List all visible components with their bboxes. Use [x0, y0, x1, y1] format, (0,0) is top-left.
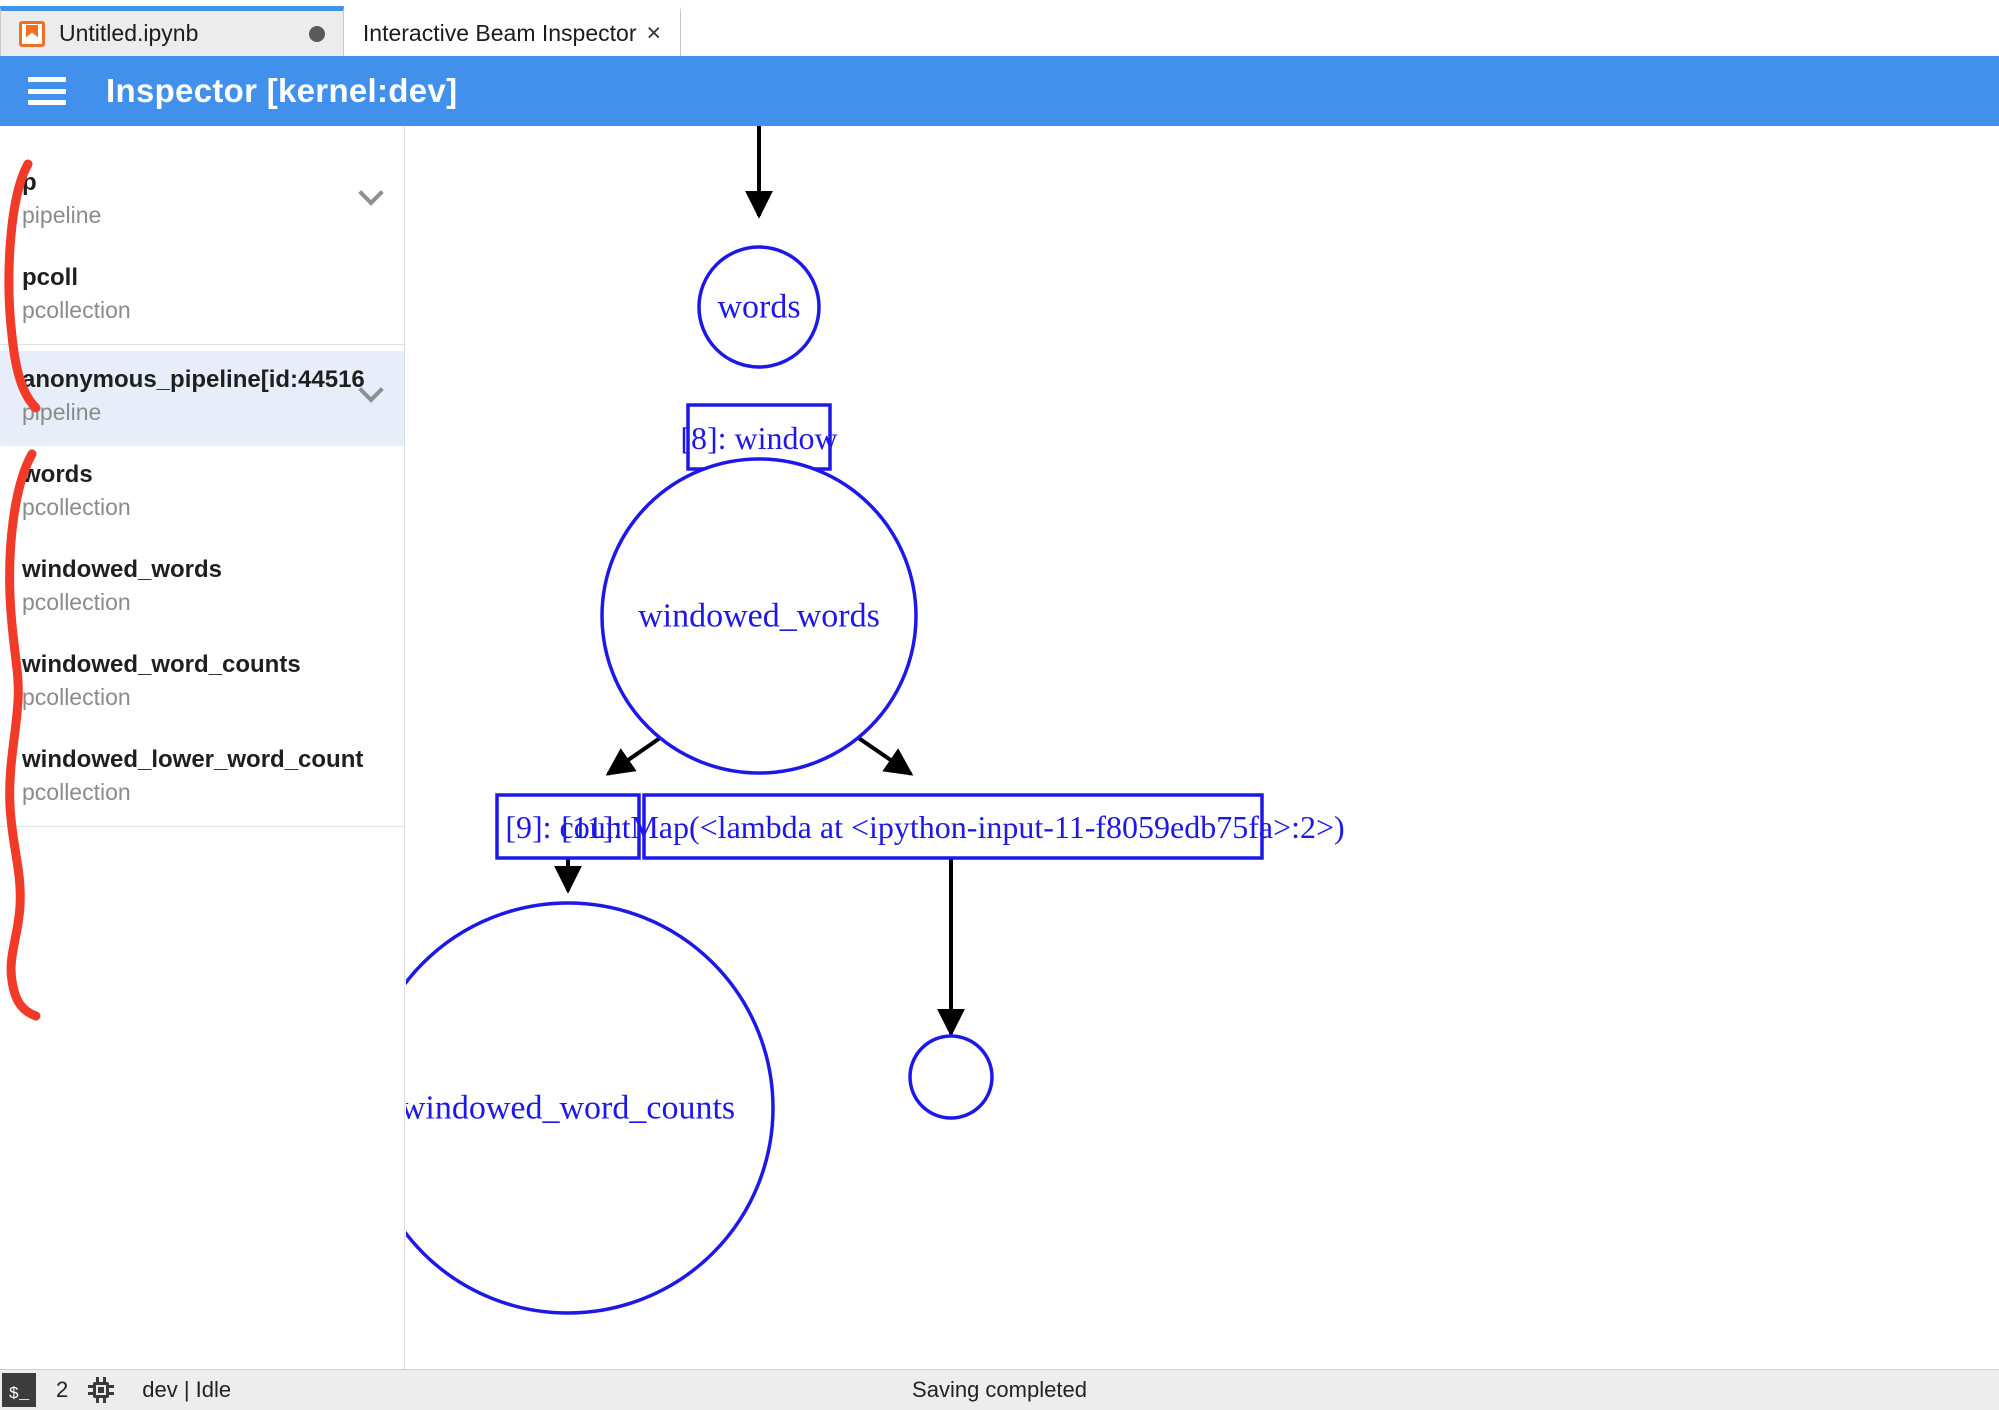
sidebar-item-label: p [22, 169, 37, 196]
chevron-down-icon[interactable] [360, 379, 382, 401]
sidebar-item-kind: pcollection [22, 589, 131, 615]
sidebar-item-anonymous-pipeline[interactable]: anonymous_pipeline[id:44516… pipeline [0, 351, 404, 446]
unsaved-indicator-dot[interactable] [309, 25, 325, 42]
page-title: Inspector [kernel:dev] [106, 72, 458, 109]
sidebar-item-pcoll[interactable]: pcoll pcollection [0, 249, 404, 344]
pipeline-dag[interactable]: words [8]: window windowed_words [9]: co… [406, 126, 1999, 1369]
notebook-icon [19, 20, 45, 47]
terminal-icon[interactable]: $_ [2, 1373, 36, 1407]
tab-label: Untitled.ipynb [59, 20, 199, 46]
sidebar-item-label: words [22, 461, 93, 488]
sidebar-item-p[interactable]: p pipeline [0, 154, 404, 249]
sidebar-item-label: pcoll [22, 264, 79, 291]
graph-node-words-label: words [717, 289, 800, 326]
sidebar-item-label: windowed_word_counts [22, 651, 301, 678]
sidebar-item-kind: pcollection [22, 684, 131, 710]
save-status: Saving completed [912, 1377, 1087, 1402]
sidebar-item-windowed-word-counts[interactable]: windowed_word_counts pcollection [0, 636, 404, 731]
tab-label: Interactive Beam Inspector [362, 20, 637, 46]
app-header: Inspector [kernel:dev] [0, 56, 1999, 126]
sidebar-item-label: windowed_lower_word_counts [22, 746, 364, 773]
inspectables-sidebar[interactable]: p pipeline pcoll pcollection anonymous_p… [0, 126, 405, 1369]
tab-bar: Untitled.ipynb Interactive Beam Inspecto… [0, 0, 1999, 57]
graph-node-count-label: [9]: count [505, 809, 630, 845]
graph-node-unnamed-small [908, 1034, 994, 1120]
sidebar-item-words[interactable]: words pcollection [0, 446, 404, 541]
sidebar-item-kind: pipeline [22, 202, 102, 228]
sidebar-item-kind: pipeline [22, 399, 102, 425]
tab-untitled-ipynb[interactable]: Untitled.ipynb [0, 6, 344, 56]
hamburger-menu-icon[interactable] [28, 77, 66, 105]
sidebar-item-windowed-words[interactable]: windowed_words pcollection [0, 541, 404, 636]
sidebar-group-pipeline-p: p pipeline pcoll pcollection [0, 126, 404, 345]
tab-interactive-beam-inspector[interactable]: Interactive Beam Inspector × [344, 6, 681, 56]
graph-node-windowed-word-counts-label: windowed_word_counts [406, 1090, 735, 1127]
close-icon[interactable]: × [646, 19, 662, 47]
graph-node-window-label: [8]: window [680, 420, 837, 456]
sidebar-item-windowed-lower-word-counts[interactable]: windowed_lower_word_counts pcollection [0, 731, 404, 826]
graph-node-words [697, 245, 821, 369]
graph-node-map-lambda-label: [11]: Map(<lambda at <ipython-input-11-f… [561, 809, 1344, 845]
sidebar-item-label: anonymous_pipeline[id:44516… [22, 366, 364, 393]
graph-node-map-lambda [642, 793, 1264, 860]
cpu-chip-icon[interactable] [88, 1377, 115, 1403]
graph-node-count [495, 793, 641, 860]
sidebar-group-anonymous-pipeline: anonymous_pipeline[id:44516… pipeline wo… [0, 345, 404, 827]
kernel-status[interactable]: dev | Idle [142, 1377, 232, 1402]
terminal-count: 2 [56, 1377, 69, 1402]
graph-node-windowed-words-label: windowed_words [638, 598, 880, 635]
sidebar-item-label: windowed_words [22, 556, 223, 583]
graph-node-windowed-word-counts [406, 901, 775, 1315]
workspace: p pipeline pcoll pcollection anonymous_p… [0, 126, 1999, 1369]
sidebar-item-kind: pcollection [22, 297, 131, 323]
graph-node-windowed-words [600, 457, 918, 775]
status-bar: $_ 2 dev | Idle Saving completed [0, 1369, 1999, 1410]
sidebar-item-kind: pcollection [22, 494, 131, 520]
sidebar-item-kind: pcollection [22, 779, 131, 805]
pipeline-graph-canvas[interactable]: words [8]: window windowed_words [9]: co… [406, 126, 1999, 1369]
chevron-down-icon[interactable] [360, 182, 382, 204]
